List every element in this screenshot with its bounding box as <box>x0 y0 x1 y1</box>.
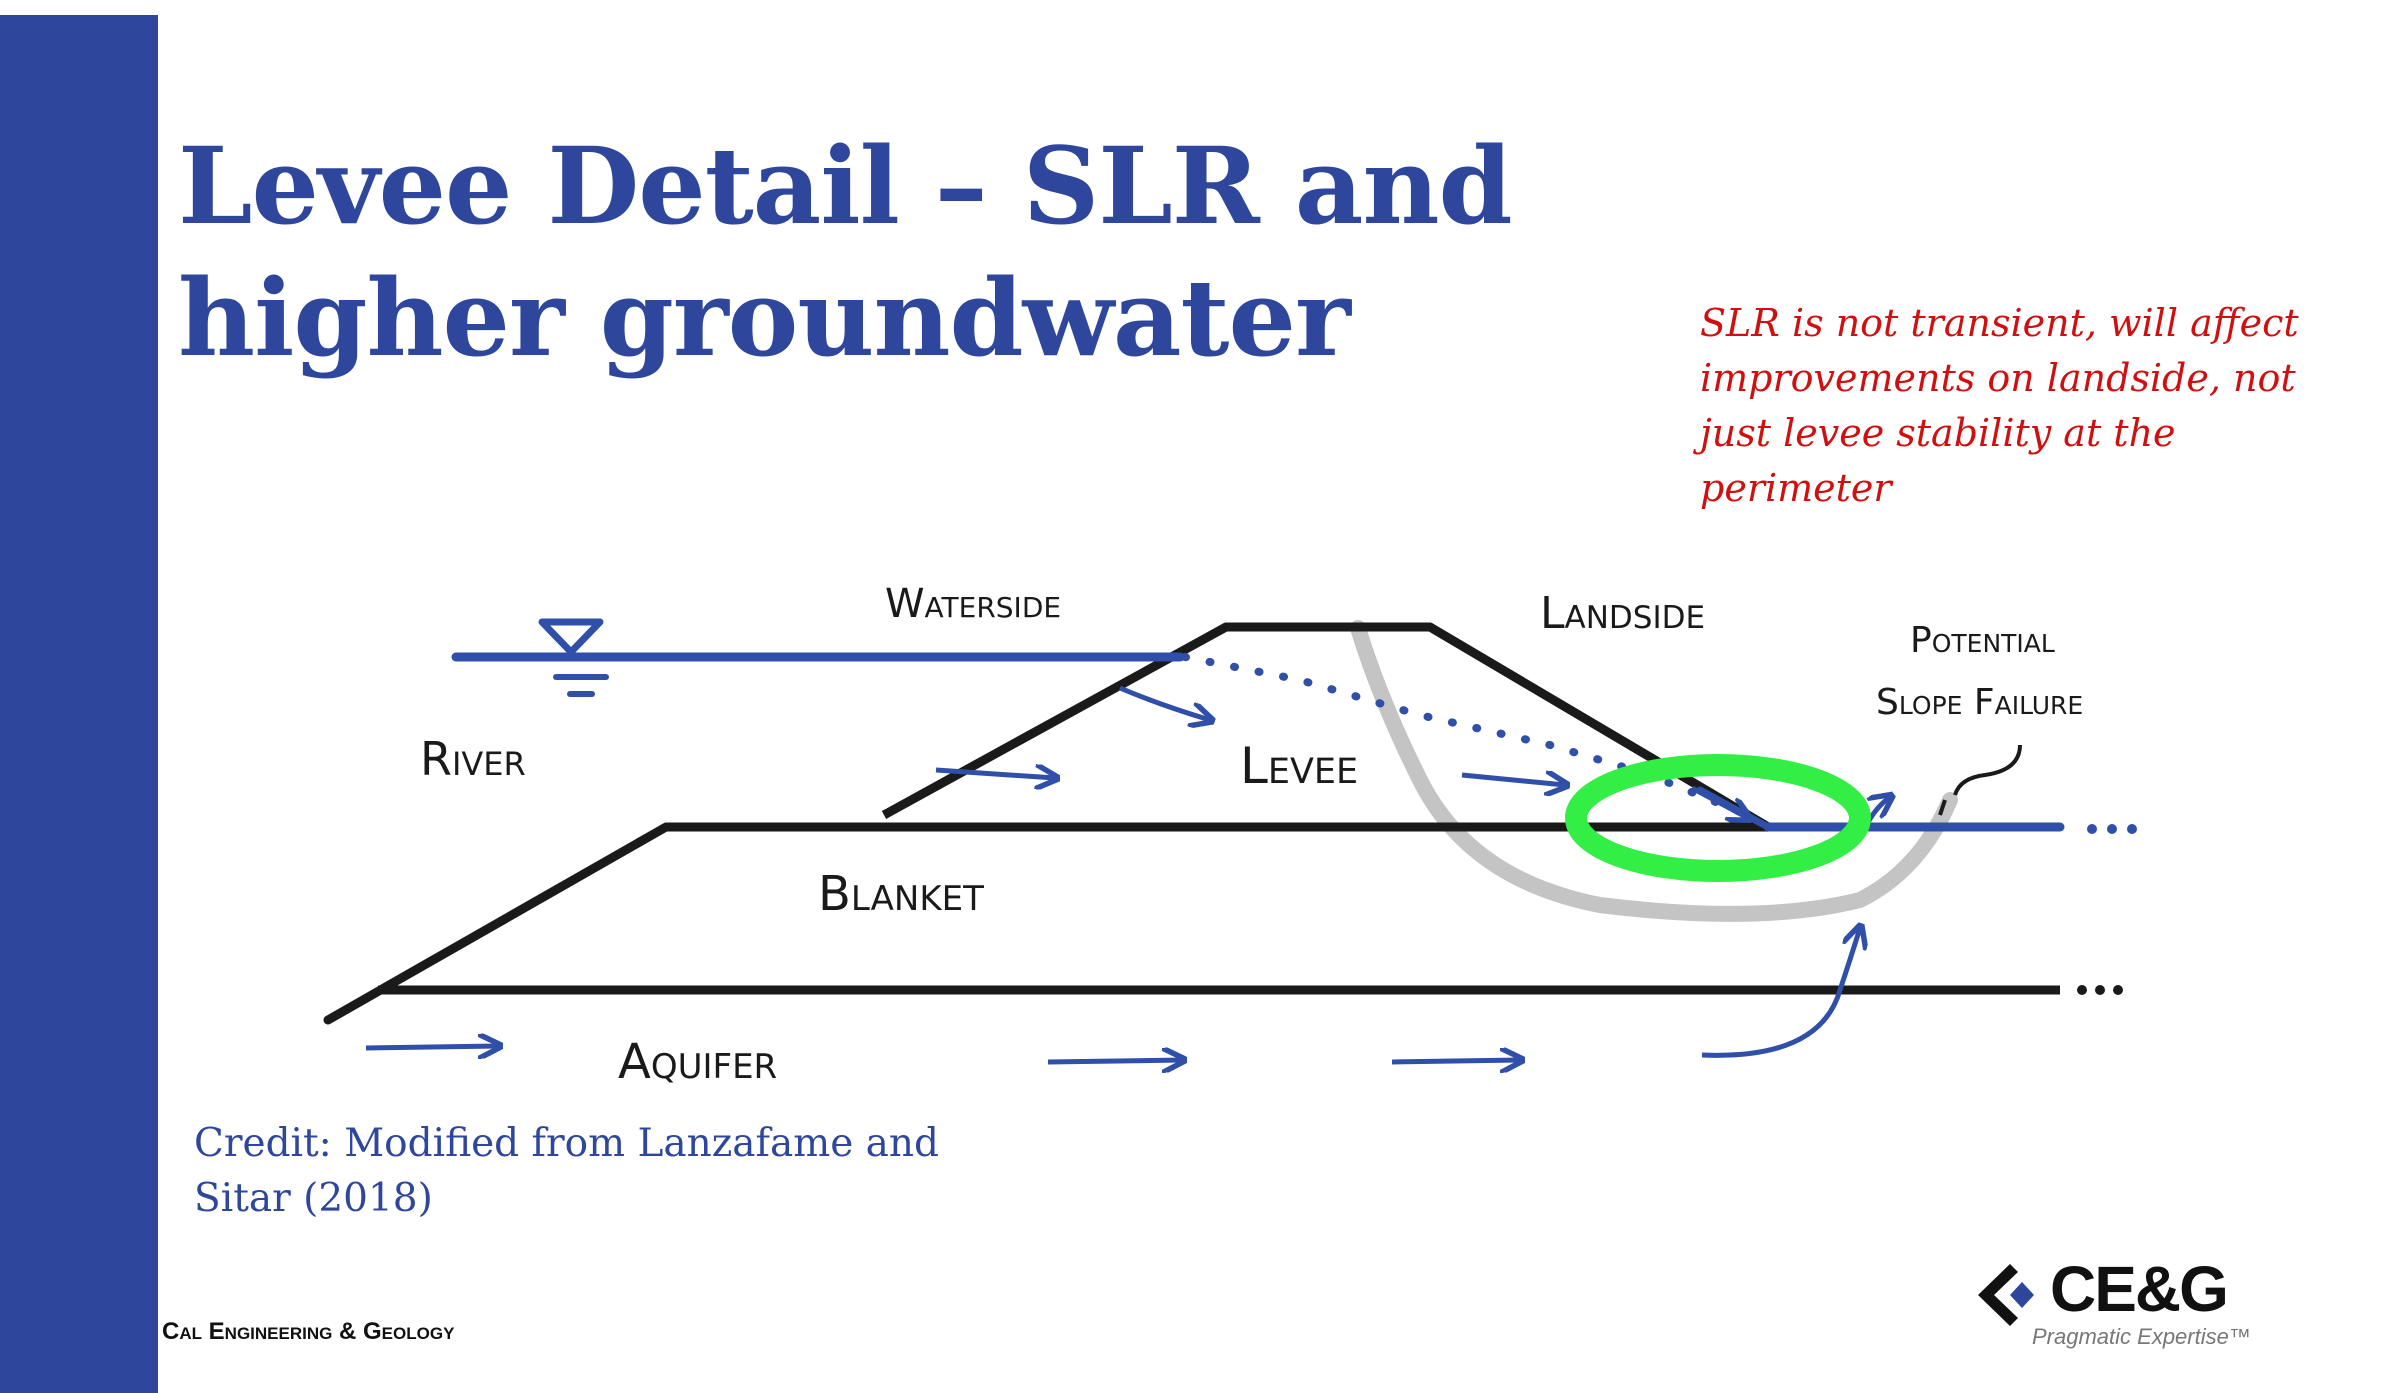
logo-name: CE&G <box>2050 1253 2229 1325</box>
aquifer-flow-arrow <box>365 1046 498 1048</box>
ceg-logo: CE&G Pragmatic Expertise™ <box>1970 1250 2270 1360</box>
slide-title: Levee Detail – SLR and higher groundwate… <box>178 120 1578 384</box>
label-potential: Potential <box>1910 620 2055 661</box>
aquifer-flow-arrow <box>1391 1060 1520 1062</box>
levee-outline <box>881 622 1773 832</box>
title-line-2: higher groundwater <box>178 255 1351 380</box>
groundwater-ellipsis-dot <box>2107 824 2117 834</box>
groundwater-ellipsis-dot <box>2127 824 2137 834</box>
slip-surface <box>1350 620 1958 922</box>
aquifer-flow-arrow <box>1047 1060 1182 1062</box>
groundwater-ellipsis-dot <box>2087 824 2097 834</box>
uplift-arrow <box>1701 928 1860 1058</box>
label-river: River <box>420 732 526 786</box>
label-slope-failure: Slope Failure <box>1876 682 2083 723</box>
aquifer-ellipsis-dot <box>2095 985 2105 995</box>
highlight-ellipse <box>1565 754 1871 882</box>
seepage-arrow <box>1119 685 1210 720</box>
label-waterside: Waterside <box>885 581 1061 627</box>
credit-line-1: Credit: Modified from Lanzafame and <box>194 1121 939 1166</box>
credit-text: Credit: Modified from Lanzafame and Sita… <box>194 1116 994 1226</box>
label-blanket: Blanket <box>818 866 984 922</box>
aquifer-ellipsis-dot <box>2077 985 2087 995</box>
aquifer-ellipsis-dot <box>2113 985 2123 995</box>
water-level-icon <box>538 618 604 656</box>
diamond-logo-icon <box>1978 1264 2034 1326</box>
slr-note: SLR is not transient, will affect improv… <box>1700 301 2299 510</box>
slope-failure-tick <box>1938 799 1947 816</box>
logo-tagline: Pragmatic Expertise™ <box>2032 1324 2251 1349</box>
title-line-1: Levee Detail – SLR and <box>178 123 1513 248</box>
credit-line-2: Sitar (2018) <box>194 1176 433 1221</box>
seepage-arrow <box>935 770 1055 778</box>
company-name: Cal Engineering & Geology <box>162 1318 455 1345</box>
phreatic-line <box>1181 653 1744 816</box>
slope-failure-pointer <box>1953 744 2022 796</box>
label-levee: Levee <box>1240 737 1358 795</box>
label-aquifer: Aquifer <box>618 1034 777 1090</box>
sidebar-band <box>0 15 158 1393</box>
label-landside: Landside <box>1540 588 1705 639</box>
seepage-arrow <box>1690 785 1748 818</box>
seepage-arrow <box>1461 775 1565 785</box>
